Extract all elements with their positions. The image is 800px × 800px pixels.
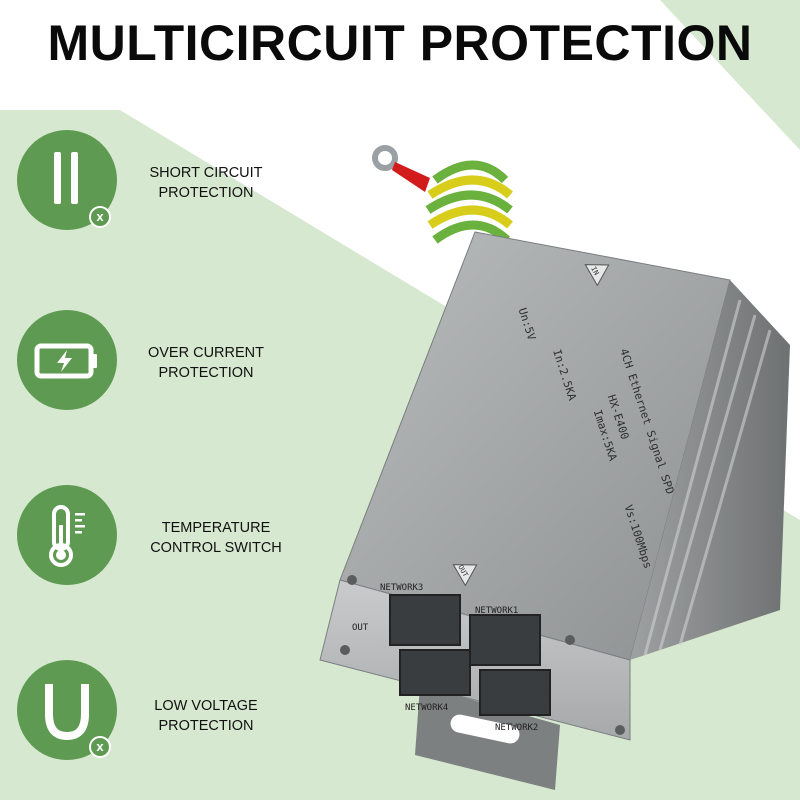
feature-circle-low-voltage: x: [17, 660, 117, 760]
port-label-network4: NETWORK4: [405, 703, 448, 713]
svg-text:IN: IN: [589, 265, 600, 276]
feature-line: PROTECTION: [158, 365, 254, 382]
short-circuit-icon: [54, 152, 78, 204]
feature-line: TEMPERATURE: [161, 520, 271, 536]
feature-line: LOW VOLTAGE: [154, 698, 258, 714]
feature-circle-short-circuit: x: [17, 130, 117, 230]
out-marker: OUT: [452, 564, 478, 587]
side-out-label: OUT: [352, 623, 369, 633]
rj45-ports: [389, 594, 551, 716]
ground-wire: [372, 145, 513, 244]
port-label-network1: NETWORK1: [475, 606, 518, 616]
feature-circle-temperature: [17, 485, 117, 585]
feature-line: OVER CURRENT: [147, 345, 264, 361]
feature-circle-over-current: [17, 310, 117, 410]
cross-badge-icon: x: [89, 736, 111, 758]
feature-label-short-circuit: SHORT CIRCUIT PROTECTION: [121, 163, 291, 204]
port-label-network3: NETWORK3: [380, 583, 423, 593]
cross-badge-icon: x: [89, 206, 111, 228]
thermometer-icon: [49, 505, 85, 567]
low-voltage-u-icon: [45, 684, 89, 741]
battery-bolt-icon: [34, 343, 97, 379]
feature-line: PROTECTION: [158, 185, 254, 202]
feature-label-over-current: OVER CURRENT PROTECTION: [121, 343, 291, 384]
feature-line: SHORT CIRCUIT: [149, 165, 263, 181]
feature-label-low-voltage: LOW VOLTAGE PROTECTION: [121, 696, 291, 737]
page-title: MULTICIRCUIT PROTECTION: [47, 15, 753, 71]
feature-label-temperature: TEMPERATURE CONTROL SWITCH: [131, 518, 301, 559]
in-marker: IN: [584, 264, 610, 287]
feature-line: PROTECTION: [158, 718, 254, 735]
surge-protector-device: NETWORK3 NETWORK1 NETWORK4 NETWORK2 OUT …: [319, 145, 790, 790]
feature-line: CONTROL SWITCH: [150, 540, 282, 557]
port-label-network2: NETWORK2: [495, 723, 538, 733]
